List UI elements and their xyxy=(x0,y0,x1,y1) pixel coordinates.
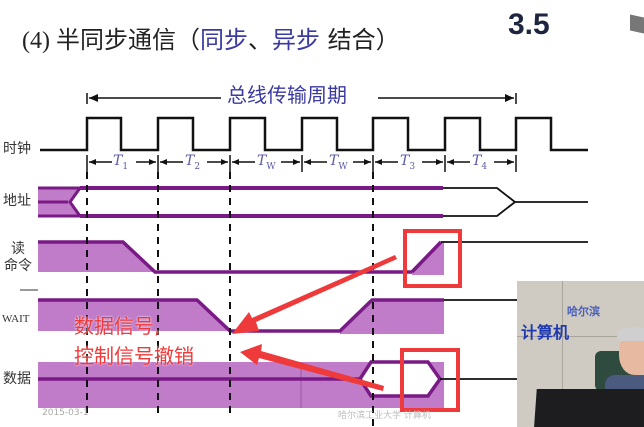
read-label-line2: 命令 xyxy=(4,258,32,274)
signal-label-address: 地址 xyxy=(3,193,31,209)
section-number: 3.5 xyxy=(508,8,550,41)
title-suffix: 结合） xyxy=(319,26,400,54)
title-sep: 、 xyxy=(247,26,272,54)
slide-date: 2015-03-1 xyxy=(42,408,89,418)
video-banner-main: 计算机 xyxy=(521,323,570,342)
bus-period-label: 总线传输周期 xyxy=(221,79,353,108)
highlight-box-data xyxy=(400,348,460,412)
read-command-waveform xyxy=(38,240,588,275)
period-label-tw2: TW xyxy=(329,153,348,172)
period-label-t1: T1 xyxy=(113,153,129,172)
period-label-t3: T3 xyxy=(400,153,416,172)
video-wall-line xyxy=(517,336,644,337)
signal-label-wait: WAIT xyxy=(2,313,30,325)
video-banner-top: 哈尔滨 xyxy=(567,305,600,318)
period-label-tw1: TW xyxy=(257,153,276,172)
period-label-t4: T4 xyxy=(472,153,488,172)
slide-watermark: 哈尔滨工业大学 计算机 xyxy=(338,411,431,421)
title-sync: 同步 xyxy=(199,26,248,54)
annotation-line2: 控制信号撤销 xyxy=(74,344,194,368)
signal-label-read-cmd: 读 命令 xyxy=(4,241,32,275)
period-label-t2: T2 xyxy=(185,153,201,172)
title-main: 半同步通信（ xyxy=(55,26,200,54)
signal-label-clock: 时钟 xyxy=(3,141,31,157)
slide-title: (4) 半同步通信（同步、异步 结合） xyxy=(22,20,400,55)
lecturer-video: 哈尔滨 计算机 xyxy=(517,281,644,427)
period-markers xyxy=(86,155,517,172)
highlight-box-read xyxy=(403,229,462,288)
bus-period-arrow xyxy=(86,93,517,104)
title-async: 异步 xyxy=(271,26,320,54)
video-person-hair xyxy=(617,327,644,341)
address-waveform xyxy=(38,186,588,218)
clock-waveform xyxy=(40,116,588,152)
read-label-line1: 读 xyxy=(11,241,25,257)
video-wall-line xyxy=(562,281,563,427)
title-number: (4) xyxy=(22,28,56,54)
annotation-arrows xyxy=(232,255,397,391)
video-laptop xyxy=(533,389,644,427)
signal-label-data: 数据 xyxy=(3,371,31,387)
annotation-line1: 数据信号, xyxy=(74,314,161,338)
